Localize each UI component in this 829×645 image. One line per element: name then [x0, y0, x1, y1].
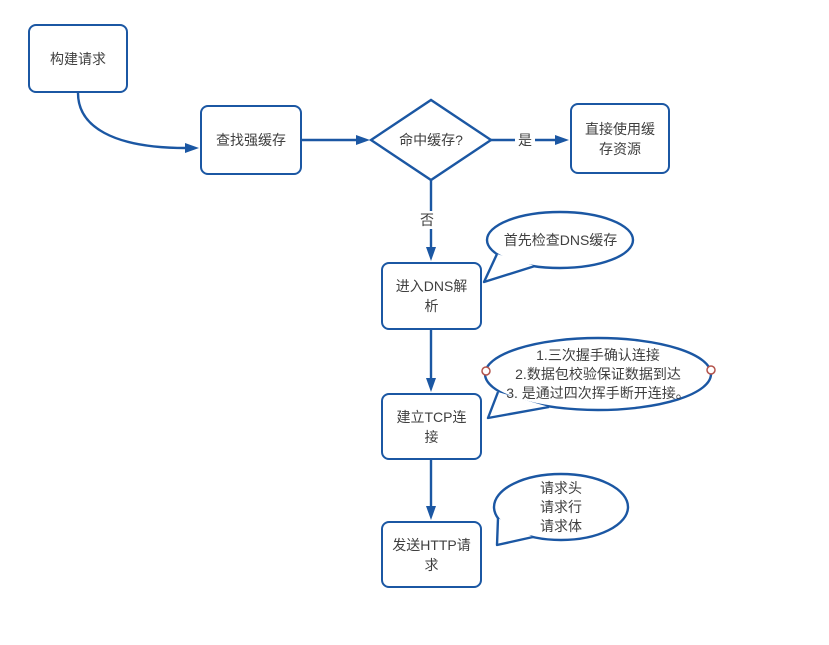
arrowhead-icon	[185, 143, 199, 153]
node-dns-resolution[interactable]: 进入DNS解 析	[381, 262, 482, 330]
arrowhead-icon	[426, 506, 436, 520]
node-use-cached-resource[interactable]: 直接使用缓 存资源	[570, 103, 670, 174]
edge-label-no: 否	[417, 211, 437, 229]
connector-dns-to-tcp[interactable]	[426, 330, 436, 392]
node-build-request[interactable]: 构建请求	[28, 24, 128, 93]
connection-handle-right[interactable]	[706, 365, 716, 375]
connector-build-to-cache[interactable]	[76, 92, 199, 153]
arrowhead-icon	[426, 247, 436, 261]
connection-handle-left[interactable]	[481, 366, 491, 376]
node-find-strong-cache[interactable]: 查找强缓存	[200, 105, 302, 175]
decision-diamond-shape[interactable]	[368, 98, 494, 182]
connector-tcp-to-http[interactable]	[426, 460, 436, 520]
arrowhead-icon	[426, 378, 436, 392]
node-send-http-request[interactable]: 发送HTTP请 求	[381, 521, 482, 588]
arrowhead-icon	[356, 135, 370, 145]
callout-tcp-note-shape[interactable]	[481, 336, 716, 420]
arrowhead-icon	[555, 135, 569, 145]
edge-label-yes: 是	[515, 131, 535, 149]
node-tcp-connection-label: 建立TCP连 接	[396, 408, 467, 445]
node-build-request-label: 构建请求	[50, 50, 106, 67]
callout-dns-note-shape[interactable]	[482, 210, 635, 284]
node-tcp-connection[interactable]: 建立TCP连 接	[381, 393, 482, 460]
node-dns-resolution-label: 进入DNS解 析	[395, 278, 468, 314]
callout-http-note-shape[interactable]	[492, 472, 630, 547]
node-use-cached-resource-label: 直接使用缓 存资源	[585, 120, 655, 157]
connector-cache-to-decision[interactable]	[302, 135, 370, 145]
node-send-http-request-label: 发送HTTP请 求	[392, 536, 471, 573]
node-find-strong-cache-label: 查找强缓存	[216, 132, 286, 148]
